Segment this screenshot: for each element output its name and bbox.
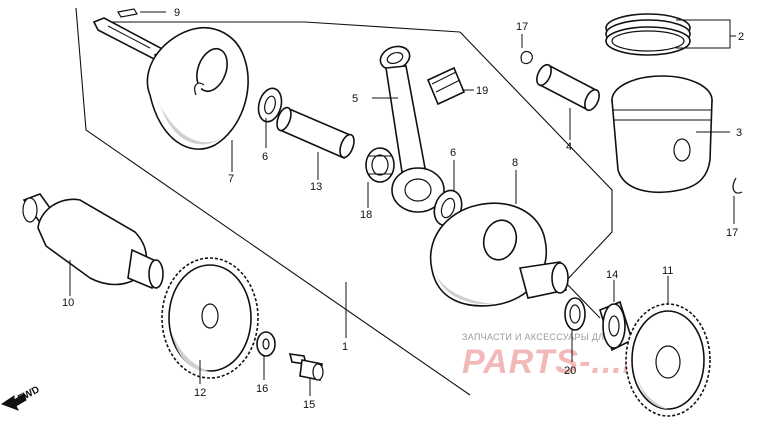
callout-15: 15 <box>303 399 315 411</box>
callout-6a: 6 <box>262 151 268 163</box>
callout-19: 19 <box>476 85 488 97</box>
washer-left <box>257 87 283 123</box>
connecting-rod <box>379 45 445 213</box>
balancer-gear <box>161 257 259 379</box>
balancer-shaft <box>22 193 164 290</box>
callout-9: 9 <box>174 7 180 19</box>
callout-11: 11 <box>662 265 673 277</box>
drive-gear <box>625 303 711 417</box>
callout-3: 3 <box>736 127 742 139</box>
forward-direction-indicator: FWD <box>0 384 42 411</box>
forward-label: FWD <box>16 384 41 404</box>
callout-leaders <box>69 11 736 396</box>
callout-10: 10 <box>62 297 74 309</box>
piston-pin-clip-top <box>520 50 533 65</box>
gear-washer <box>256 331 276 357</box>
callout-labels: 1 2 3 4 5 6 6 7 8 9 10 11 12 13 14 15 16… <box>62 7 744 411</box>
gear-bolt <box>288 353 324 381</box>
crankshaft-left <box>92 17 249 150</box>
callout-7: 7 <box>228 173 234 185</box>
callout-1: 1 <box>342 341 348 353</box>
collar <box>599 300 633 352</box>
oil-seal <box>564 297 586 331</box>
piston-rings <box>605 13 691 56</box>
callout-17b: 17 <box>726 227 738 239</box>
piston-pin <box>536 63 600 112</box>
watermark-tagline: ЗАПЧАСТИ И АКСЕССУАРЫ ДЛЯ МОТОТЕХНИКИ <box>462 332 686 342</box>
callout-6b: 6 <box>450 147 456 159</box>
callout-16: 16 <box>256 383 268 395</box>
callout-12: 12 <box>194 387 206 399</box>
forward-arrow-icon <box>0 393 27 411</box>
woodruff-key <box>117 8 138 18</box>
callout-20: 20 <box>564 365 576 377</box>
assembly-frame <box>75 7 613 396</box>
piston-pin-clip-right <box>732 177 743 194</box>
callout-13: 13 <box>310 181 322 193</box>
callout-4: 4 <box>566 141 572 153</box>
callout-18: 18 <box>360 209 372 221</box>
callout-5: 5 <box>352 93 358 105</box>
callout-2: 2 <box>738 31 744 43</box>
crank-pin <box>276 106 355 160</box>
big-end-bearing <box>365 147 395 183</box>
piston <box>611 75 713 193</box>
small-end-bearing <box>426 66 466 106</box>
callout-17a: 17 <box>516 21 528 33</box>
callout-8: 8 <box>512 157 518 169</box>
crankshaft-right <box>429 202 569 307</box>
callout-14: 14 <box>606 269 618 281</box>
